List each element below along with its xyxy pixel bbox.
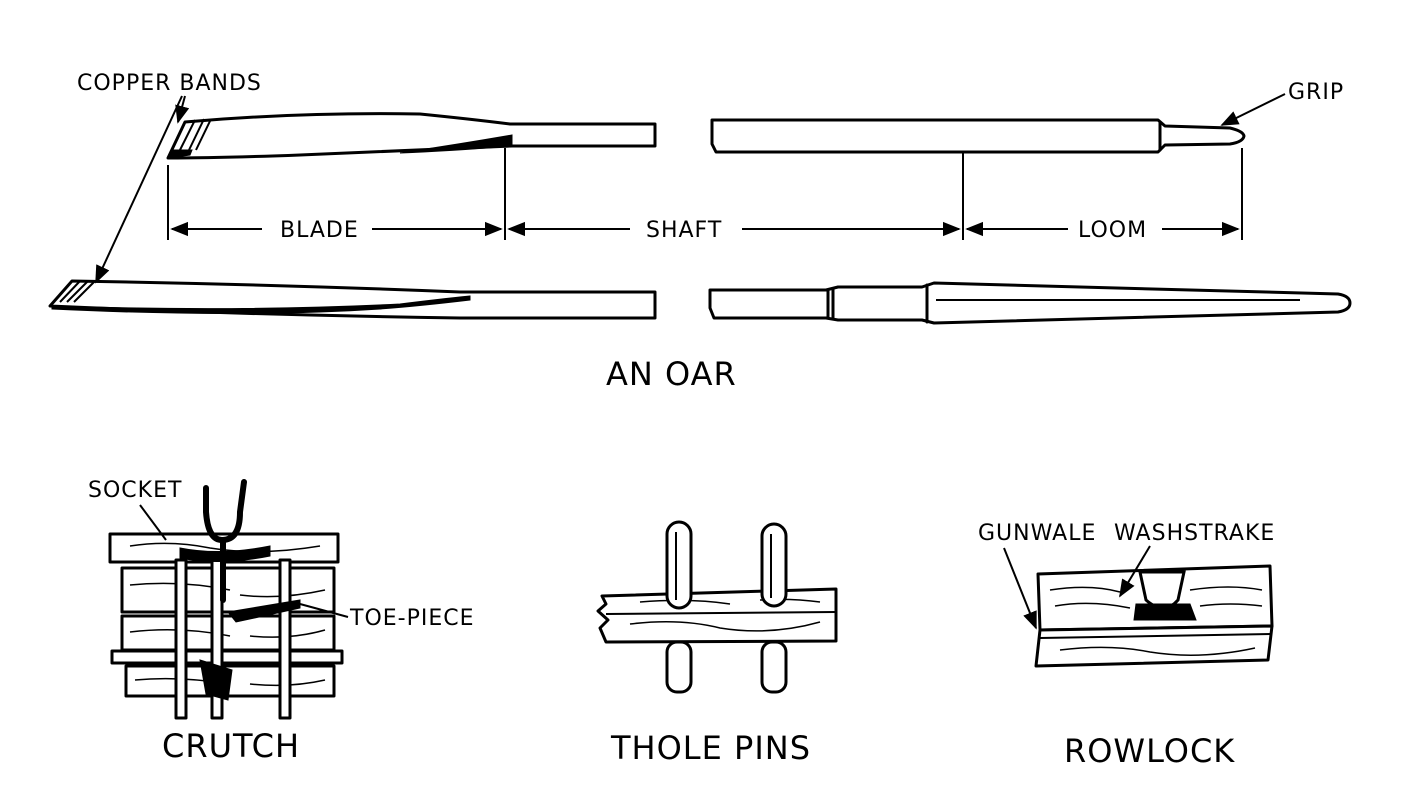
side-copper-band-3 [73,280,96,303]
oar-dimensions: BLADE SHAFT LOOM [167,148,1243,243]
washstrake-label: WASHSTRAKE [1114,521,1275,546]
crutch-shadow [199,659,233,701]
thole-pin-right-bottom [760,640,788,694]
gunwale-label: GUNWALE [978,521,1096,546]
crutch-plank-2 [120,614,336,652]
washstrake-leader [1119,545,1151,598]
side-copper-band-1 [59,280,81,303]
toe-piece-leader [299,603,349,618]
crutch-stanchion-3 [278,558,292,720]
crutch-grain-1 [129,542,321,553]
grip-leader [1220,93,1286,126]
thole-pin-right-top [760,522,788,608]
loom-label: LOOM [1078,218,1147,243]
copper-bands-leader-top [175,95,190,124]
thole-pins-figure [596,520,838,694]
oar-blade-top [166,112,657,160]
thole-pins-caption: THOLE PINS [610,729,811,767]
shaft-label: SHAFT [646,218,722,243]
oar-side-view [48,279,1352,325]
oar-top-view [166,112,1246,160]
crutch-rail [110,649,344,665]
blade-label: BLADE [280,218,359,243]
rowlock-grain-1 [1049,586,1263,593]
socket-leader [139,504,167,541]
oar-leaders: COPPER BANDS GRIP [77,71,1344,284]
rowlock-gunwale-edge [1039,633,1273,639]
thole-pin-left-top [665,520,693,610]
crutch-stanchion-1 [174,558,188,720]
rowlock-caption: ROWLOCK [1064,732,1235,770]
copper-bands-leader-bottom [95,95,183,284]
crutch-horns [203,479,247,543]
grip-label: GRIP [1288,80,1344,105]
crutch-figure: SOCKET TOE-PIECE [88,478,475,720]
crutch-toe-piece [227,599,301,623]
side-copper-band-2 [66,280,89,303]
thole-pin-left-bottom [665,640,693,694]
thole-gunwale-edge [605,611,837,615]
rowlock-gunwale [1034,624,1274,668]
blade-tip-shading [167,149,193,159]
toe-piece-label: TOE-PIECE [349,606,475,631]
oar-loom-top [710,118,1246,154]
oar-caption: AN OAR [606,355,737,393]
copper-band-2 [188,118,205,151]
copper-bands-label: COPPER BANDS [77,71,262,96]
oar-loom-side [708,281,1352,325]
socket-label: SOCKET [88,478,182,503]
thole-gunwale [596,587,838,644]
rowlock-grain-2 [1054,602,1263,609]
thole-grain-1 [629,621,821,632]
copper-band-3 [195,118,212,151]
crutch-caption: CRUTCH [162,727,300,765]
rowlock-grain-3 [1059,646,1256,656]
rowlock-shading [1133,603,1197,621]
rowlock-figure: GUNWALE WASHSTRAKE [978,521,1275,668]
gunwale-leader [1003,547,1037,630]
side-blade-shading [51,295,471,314]
copper-band-1 [179,119,196,151]
blade-shading [399,134,513,154]
